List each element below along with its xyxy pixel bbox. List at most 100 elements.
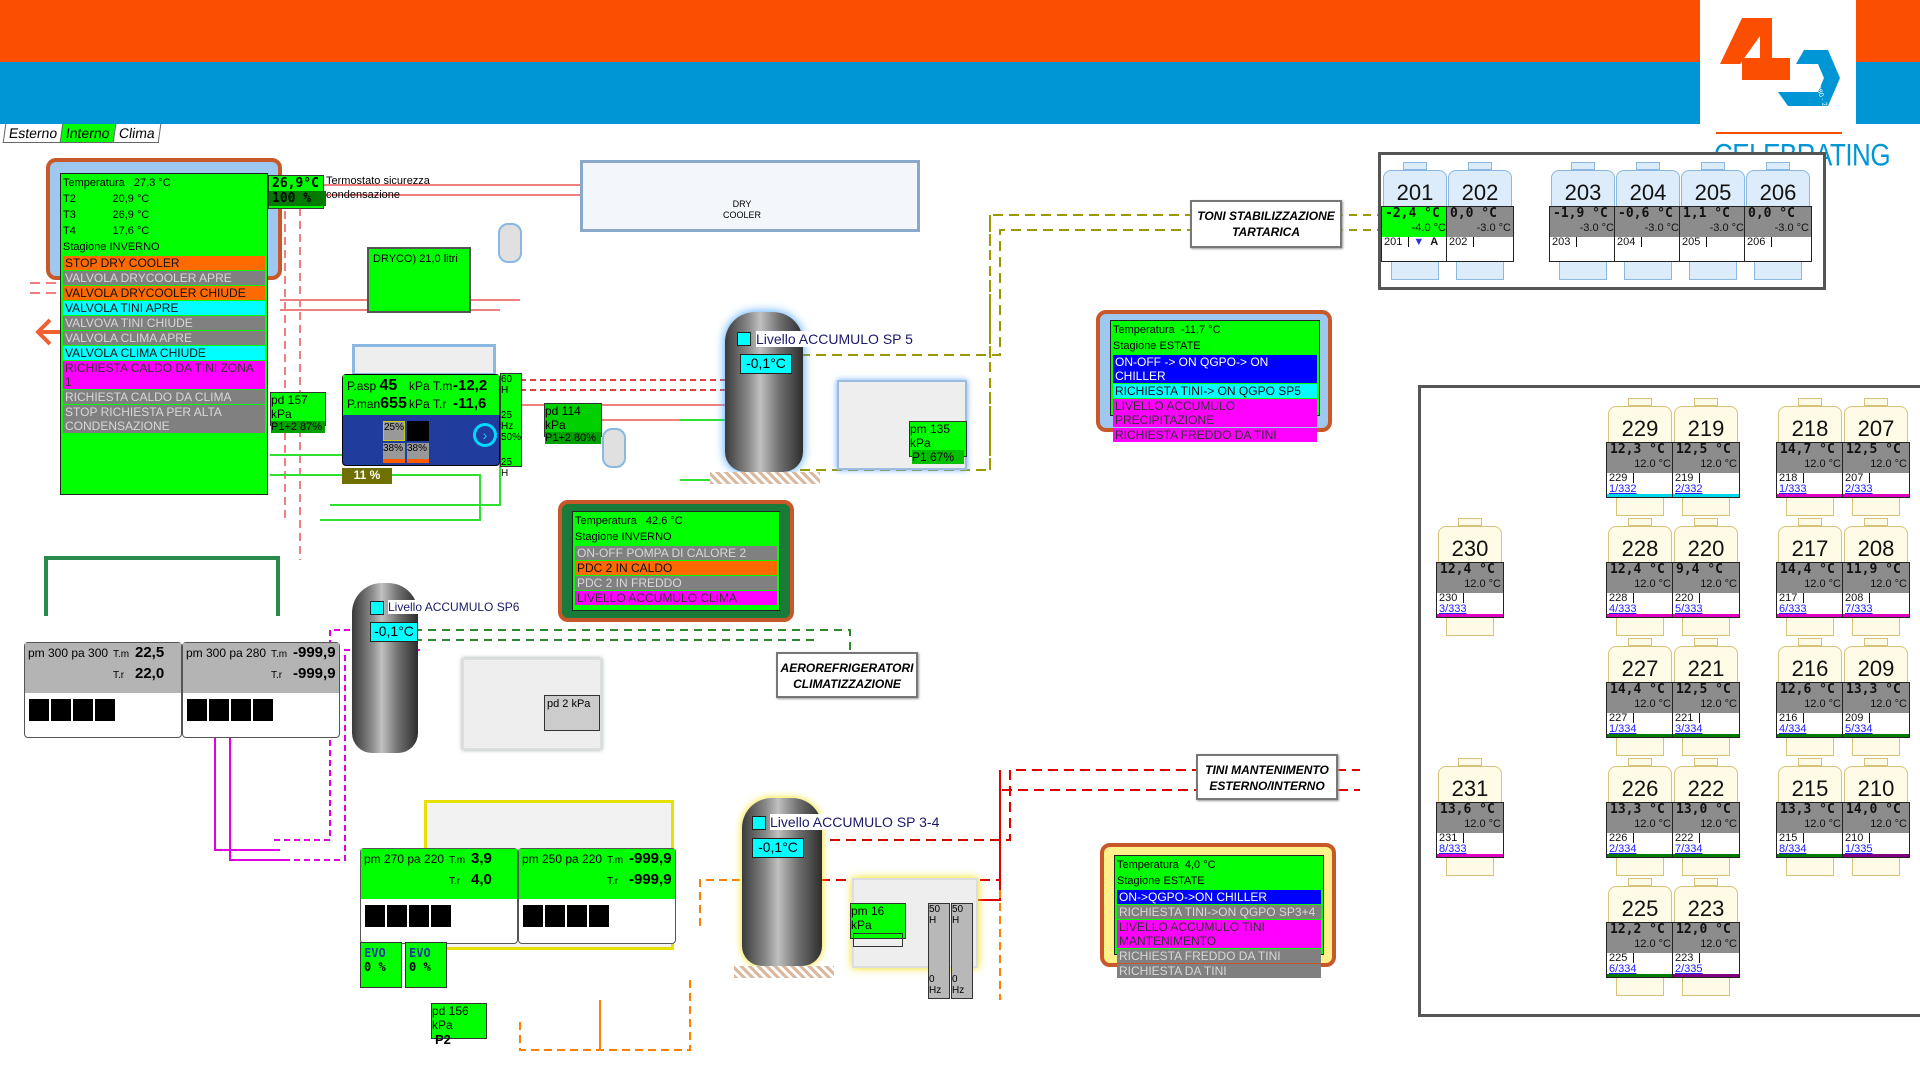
tank-code[interactable]: 2/332 xyxy=(1675,483,1703,495)
compressor-1-load: 25% xyxy=(383,421,405,441)
tank-15[interactable]: 222 13,0 °C 12.0 °C 222 7/334 xyxy=(1672,758,1740,878)
tank-17[interactable]: 210 14,0 °C 12.0 °C 210 1/335 xyxy=(1842,758,1910,878)
tank-number: 204 xyxy=(1616,170,1680,208)
tank-setpoint: -3.0 °C xyxy=(1774,222,1809,234)
status-line: VALVOLA DRYCOOLER CHIUDE xyxy=(63,286,265,300)
status-line: ON->QGPO->ON CHILLER xyxy=(1117,890,1321,904)
unit-readout[interactable]: pm 300 pa 280 T.m -999,9 T.r -999,9 xyxy=(182,642,340,738)
unit-tm: -999,9 xyxy=(629,850,672,867)
tank-0[interactable]: 201 -2,4 °C -4.0 °C 201▼A xyxy=(1381,162,1449,282)
tank-1[interactable]: 219 12,5 °C 12.0 °C 219 2/332 xyxy=(1672,398,1740,518)
status-line: RICHIESTA CALDO DA TINI ZONA 1 xyxy=(63,361,265,389)
status-line: RICHIESTA CALDO DA CLIMA xyxy=(63,390,265,404)
tank-code[interactable]: 7/333 xyxy=(1845,603,1873,615)
tank-2[interactable]: 203 -1,9 °C -3.0 °C 203 xyxy=(1549,162,1617,282)
fan-status xyxy=(95,699,115,721)
tank-10[interactable]: 221 12,5 °C 12.0 °C 221 3/334 xyxy=(1672,638,1740,758)
tank-code[interactable]: 5/334 xyxy=(1845,723,1873,735)
tank-18[interactable]: 225 12,2 °C 12.0 °C 225 6/334 xyxy=(1606,878,1674,998)
tank-number: 221 xyxy=(1674,646,1738,684)
tank-code[interactable]: 6/333 xyxy=(1779,603,1807,615)
tank-12[interactable]: 209 13,3 °C 12.0 °C 209 5/334 xyxy=(1842,638,1910,758)
unit-readout[interactable]: pm 250 pa 220 T.m -999,9 T.r -999,9 xyxy=(518,848,676,944)
tank-code[interactable]: 1/332 xyxy=(1609,483,1637,495)
tank-code[interactable]: 8/334 xyxy=(1779,843,1807,855)
evo-1: EVO 0 % xyxy=(360,942,402,988)
status-line: T2 20,9 °C xyxy=(63,193,150,205)
unit-tr: -999,9 xyxy=(629,871,672,888)
tank-temp: 0,0 °C xyxy=(1450,206,1497,221)
header-orange-band xyxy=(0,0,1920,62)
tank-4[interactable]: 205 1,1 °C -3.0 °C 205 xyxy=(1679,162,1747,282)
tank-temp: 12,4 °C xyxy=(1610,562,1665,577)
tank-0[interactable]: 229 12,3 °C 12.0 °C 229 1/332 xyxy=(1606,398,1674,518)
expansion-vessel-icon xyxy=(602,428,626,468)
tank-13[interactable]: 231 13,6 °C 12.0 °C 231 8/333 xyxy=(1436,758,1504,878)
tank-temp: 12,6 °C xyxy=(1780,682,1835,697)
tank-temp: 13,3 °C xyxy=(1610,802,1665,817)
tank-16[interactable]: 215 13,3 °C 12.0 °C 215 8/334 xyxy=(1776,758,1844,878)
tank-number: 226 xyxy=(1608,766,1672,804)
tank-code[interactable]: 1/334 xyxy=(1609,723,1637,735)
play-icon[interactable]: › xyxy=(473,423,497,447)
tank-code[interactable]: 2/333 xyxy=(1845,483,1873,495)
tank-setpoint: -4.0 °C xyxy=(1411,222,1446,234)
tank-code[interactable]: 2/335 xyxy=(1675,963,1703,975)
tank-number: 203 xyxy=(1551,170,1615,208)
tank-setpoint: 12.0 °C xyxy=(1700,698,1737,710)
fan-status xyxy=(409,905,429,927)
tank-5[interactable]: 206 0,0 °C -3.0 °C 206 xyxy=(1744,162,1812,282)
tank-temp: 12,5 °C xyxy=(1846,442,1901,457)
tank-number: 206 xyxy=(1746,170,1810,208)
thermostat-percent: 100 % xyxy=(269,191,326,206)
tank-setpoint: 12.0 °C xyxy=(1804,578,1841,590)
tank-setpoint: 12.0 °C xyxy=(1700,818,1737,830)
tank-1[interactable]: 202 0,0 °C -3.0 °C 202 xyxy=(1446,162,1514,282)
tank-11[interactable]: 216 12,6 °C 12.0 °C 216 4/334 xyxy=(1776,638,1844,758)
tank-code[interactable]: 4/333 xyxy=(1609,603,1637,615)
tank-6[interactable]: 220 9,4 °C 12.0 °C 220 5/333 xyxy=(1672,518,1740,638)
tank-7[interactable]: 217 14,4 °C 12.0 °C 217 6/333 xyxy=(1776,518,1844,638)
unit-tr: 4,0 xyxy=(471,871,492,888)
tank-8[interactable]: 208 11,9 °C 12.0 °C 208 7/333 xyxy=(1842,518,1910,638)
unit-readout[interactable]: pm 270 pa 220 T.m 3,9 T.r 4,0 xyxy=(360,848,518,944)
tank-code[interactable]: 1/333 xyxy=(1779,483,1807,495)
unit-tm: -999,9 xyxy=(293,644,336,661)
tank-temp: 13,0 °C xyxy=(1676,802,1731,817)
tank-code[interactable]: 3/333 xyxy=(1439,603,1467,615)
tank-2[interactable]: 218 14,7 °C 12.0 °C 218 1/333 xyxy=(1776,398,1844,518)
tank-code[interactable]: 1/335 xyxy=(1845,843,1873,855)
tank-temp: 12,2 °C xyxy=(1610,922,1665,937)
drycooler-unit[interactable]: DRY COOLER xyxy=(580,160,920,232)
tank-code[interactable]: 2/334 xyxy=(1609,843,1637,855)
tank-code[interactable]: 5/333 xyxy=(1675,603,1703,615)
aerorefrigerator-unit[interactable] xyxy=(44,556,280,616)
tank-code[interactable]: 6/334 xyxy=(1609,963,1637,975)
status-line: STOP RICHIESTA PER ALTA CONDENSAZIONE xyxy=(63,405,265,433)
tank-number: 231 xyxy=(1438,766,1502,804)
tank-temp: -0,6 °C xyxy=(1618,206,1673,221)
tank-number: 228 xyxy=(1608,526,1672,564)
inverter-frequency: 60 H 25 Hz 50% 25 H xyxy=(500,373,522,479)
tank-setpoint: -3.0 °C xyxy=(1709,222,1744,234)
tank-code[interactable]: 3/334 xyxy=(1675,723,1703,735)
toni-stabilizzazione-label: TONI STABILIZZAZIONE TARTARICA xyxy=(1190,200,1342,248)
tank-14[interactable]: 226 13,3 °C 12.0 °C 226 2/334 xyxy=(1606,758,1674,878)
sp34-temp: -0,1°C xyxy=(752,838,804,858)
tank-19[interactable]: 223 12,0 °C 12.0 °C 223 2/335 xyxy=(1672,878,1740,998)
tank-code[interactable]: 4/334 xyxy=(1779,723,1807,735)
tank-code[interactable]: 7/334 xyxy=(1675,843,1703,855)
unit-readout[interactable]: pm 300 pa 300 T.m 22,5 T.r 22,0 xyxy=(24,642,182,738)
fan-status xyxy=(209,699,229,721)
tank-temp: 13,3 °C xyxy=(1846,682,1901,697)
tank-9[interactable]: 227 14,4 °C 12.0 °C 227 1/334 xyxy=(1606,638,1674,758)
tank-4[interactable]: 230 12,4 °C 12.0 °C 230 3/333 xyxy=(1436,518,1504,638)
tank-3[interactable]: 204 -0,6 °C -3.0 °C 204 xyxy=(1614,162,1682,282)
tank-temp: 12,5 °C xyxy=(1676,682,1731,697)
tank-code[interactable]: 8/333 xyxy=(1439,843,1467,855)
fan-status xyxy=(51,699,71,721)
tank-5[interactable]: 228 12,4 °C 12.0 °C 228 4/333 xyxy=(1606,518,1674,638)
tank-3[interactable]: 207 12,5 °C 12.0 °C 207 2/333 xyxy=(1842,398,1910,518)
